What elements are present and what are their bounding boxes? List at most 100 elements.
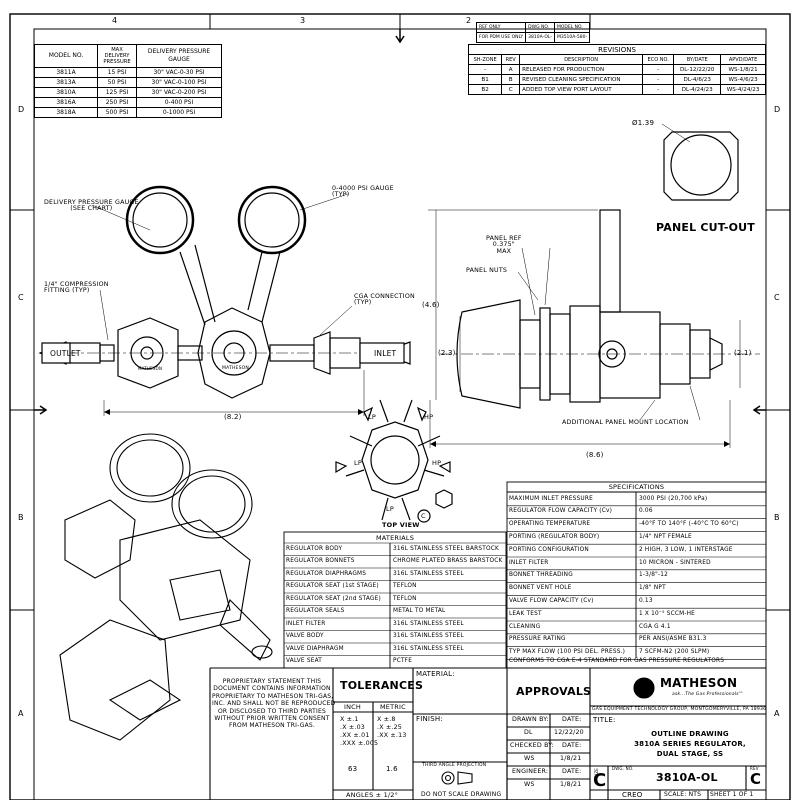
- knob-brand-right: MATHESON: [222, 366, 249, 371]
- specifications-footer: CONFORMS TO CGA E-4 STANDARD FOR GAS PRE…: [509, 658, 725, 664]
- zone-row-a-left: A: [18, 709, 24, 718]
- material-value: PCTFE: [393, 658, 413, 664]
- material-value: TEFLON: [393, 595, 417, 602]
- spec-name: INLET FILTER: [509, 559, 549, 566]
- company-logo-text: MATHESON: [660, 676, 738, 690]
- revisions-header-cell: APVD/DATE: [720, 54, 766, 65]
- revision-cell: C: [501, 84, 521, 95]
- finish-inch-value: 63: [348, 765, 358, 773]
- revision-cell: -: [642, 84, 675, 95]
- material-value: METAL TO METAL: [393, 608, 446, 614]
- revision-cell: WS-4/24/23: [720, 84, 766, 95]
- model-cell: 50 PSI: [97, 77, 137, 88]
- zone-row-c-right: C: [774, 293, 780, 302]
- sheet-size: C: [593, 770, 607, 791]
- finish-metric-value: 1.6: [386, 765, 398, 773]
- model-cell: 30" VAC-0-30 PSI: [136, 67, 222, 78]
- panel-cutout-art: [661, 123, 739, 201]
- engineer-date-label: DATE:: [562, 768, 582, 775]
- zone-col-2: 2: [466, 16, 472, 25]
- revision-cell: B2: [467, 84, 503, 95]
- zone-row-a-right: A: [774, 709, 780, 718]
- checked-by-value: WS: [524, 755, 535, 762]
- revision-cell: DL-4/24/23: [673, 84, 722, 95]
- model-cell: 125 PSI: [97, 87, 137, 98]
- checked-by-label: CHECKED BY:: [510, 742, 554, 749]
- revisions-header-cell: SH-ZONE: [467, 54, 503, 65]
- width-dimension-side: (8.6): [586, 451, 604, 459]
- panel-mount-label: ADDITIONAL PANEL MOUNT LOCATION: [562, 419, 689, 426]
- drawing-number: 3810A-OL: [656, 771, 718, 784]
- drawn-date-value: 12/22/20: [554, 729, 584, 736]
- material-value: 316L STAINLESS STEEL: [393, 645, 464, 652]
- materials-title: MATERIALS: [375, 534, 415, 542]
- spec-name: BONNET THREADING: [509, 572, 573, 579]
- revisions-header-cell: DESCRIPTION: [519, 54, 644, 65]
- material-part: INLET FILTER: [286, 620, 326, 627]
- height-dimension-body: (2.1): [734, 349, 752, 357]
- panel-ref-label: PANEL REF 0.375" MAX: [486, 235, 522, 255]
- height-dimension-knob: (2.3): [438, 349, 456, 357]
- ref-model-no-label: MODEL NO.: [553, 22, 591, 33]
- material-part: REGULATOR SEAT (2nd STAGE): [286, 595, 381, 602]
- delivery-gauge-label: DELIVERY PRESSURE GAUGE (SEE CHART): [44, 199, 139, 213]
- c-port-label: C: [421, 512, 426, 520]
- model-cell: 30" VAC-0-100 PSI: [136, 77, 222, 88]
- material-value: 316L STAINLESS STEEL BARSTOCK: [393, 545, 500, 552]
- spec-value: 0.13: [639, 597, 653, 604]
- drawn-by-label: DRAWN BY:: [512, 716, 549, 723]
- material-value: 316L STAINLESS STEEL: [393, 620, 464, 627]
- isometric-view: [59, 433, 273, 741]
- spec-name: PORTING CONFIGURATION: [509, 546, 589, 553]
- model-cell: 250 PSI: [97, 97, 137, 108]
- material-value: CHROME PLATED BRASS BARSTOCK: [393, 558, 503, 564]
- hp-port-label-2: HP: [432, 459, 442, 467]
- zone-row-b-right: B: [774, 513, 780, 522]
- checked-date-label: DATE:: [562, 742, 582, 749]
- revision-cell: -: [642, 74, 675, 85]
- material-part: REGULATOR BONNETS: [286, 558, 355, 564]
- gauge-header: DELIVERY PRESSURE GAUGE: [136, 44, 222, 68]
- zone-col-4: 4: [112, 16, 118, 25]
- spec-value: 2 HIGH, 3 LOW, 1 INTERSTAGE: [639, 546, 733, 553]
- drawn-by-value: DL: [524, 729, 533, 736]
- spec-name: CLEANING: [509, 623, 541, 630]
- revision-cell: WS-4/6/23: [720, 74, 766, 85]
- tolerances-title: TOLERANCES: [340, 679, 424, 692]
- spec-value: 3000 PSI (20,700 kPa): [639, 495, 708, 502]
- lp-port-label-2: LP: [354, 459, 362, 467]
- engineer-label: ENGINEER:: [512, 768, 549, 775]
- tolerance-inch: INCH: [344, 703, 362, 711]
- material-part: REGULATOR BODY: [286, 545, 343, 552]
- revision-cell: RELEASED FOR PRODUCTION: [519, 64, 644, 75]
- revision-cell: DL-12/22/20: [673, 64, 722, 75]
- drawing-title-line3: DUAL STAGE, SS: [656, 750, 724, 758]
- model-header: MODEL NO.: [34, 44, 98, 68]
- revision-cell: DL-4/6/23: [673, 74, 722, 85]
- rev-label: REV: [750, 766, 759, 771]
- revisions-header-cell: ECO NO.: [642, 54, 675, 65]
- creo-label: CREO: [622, 791, 643, 799]
- material-part: REGULATOR DIAPHRAGMS: [286, 570, 367, 577]
- material-value: 316L STAINLESS STEEL: [393, 633, 464, 639]
- revision-cell: B1: [467, 74, 503, 85]
- spec-name: BONNET VENT HOLE: [509, 585, 572, 592]
- model-cell: 500 PSI: [97, 107, 137, 118]
- hp-port-label-1: HP: [424, 413, 434, 421]
- material-part: VALVE BODY: [286, 633, 324, 639]
- approvals-title: APPROVALS: [516, 685, 592, 698]
- engineer-date-value: 1/8/21: [560, 781, 582, 788]
- model-cell: 3810A: [34, 87, 98, 98]
- spec-name: PORTING (REGULATOR BODY): [509, 533, 600, 540]
- material-value: 316L STAINLESS STEEL: [393, 570, 464, 577]
- spec-name: LEAK TEST: [509, 610, 542, 617]
- model-cell: 3811A: [34, 67, 98, 78]
